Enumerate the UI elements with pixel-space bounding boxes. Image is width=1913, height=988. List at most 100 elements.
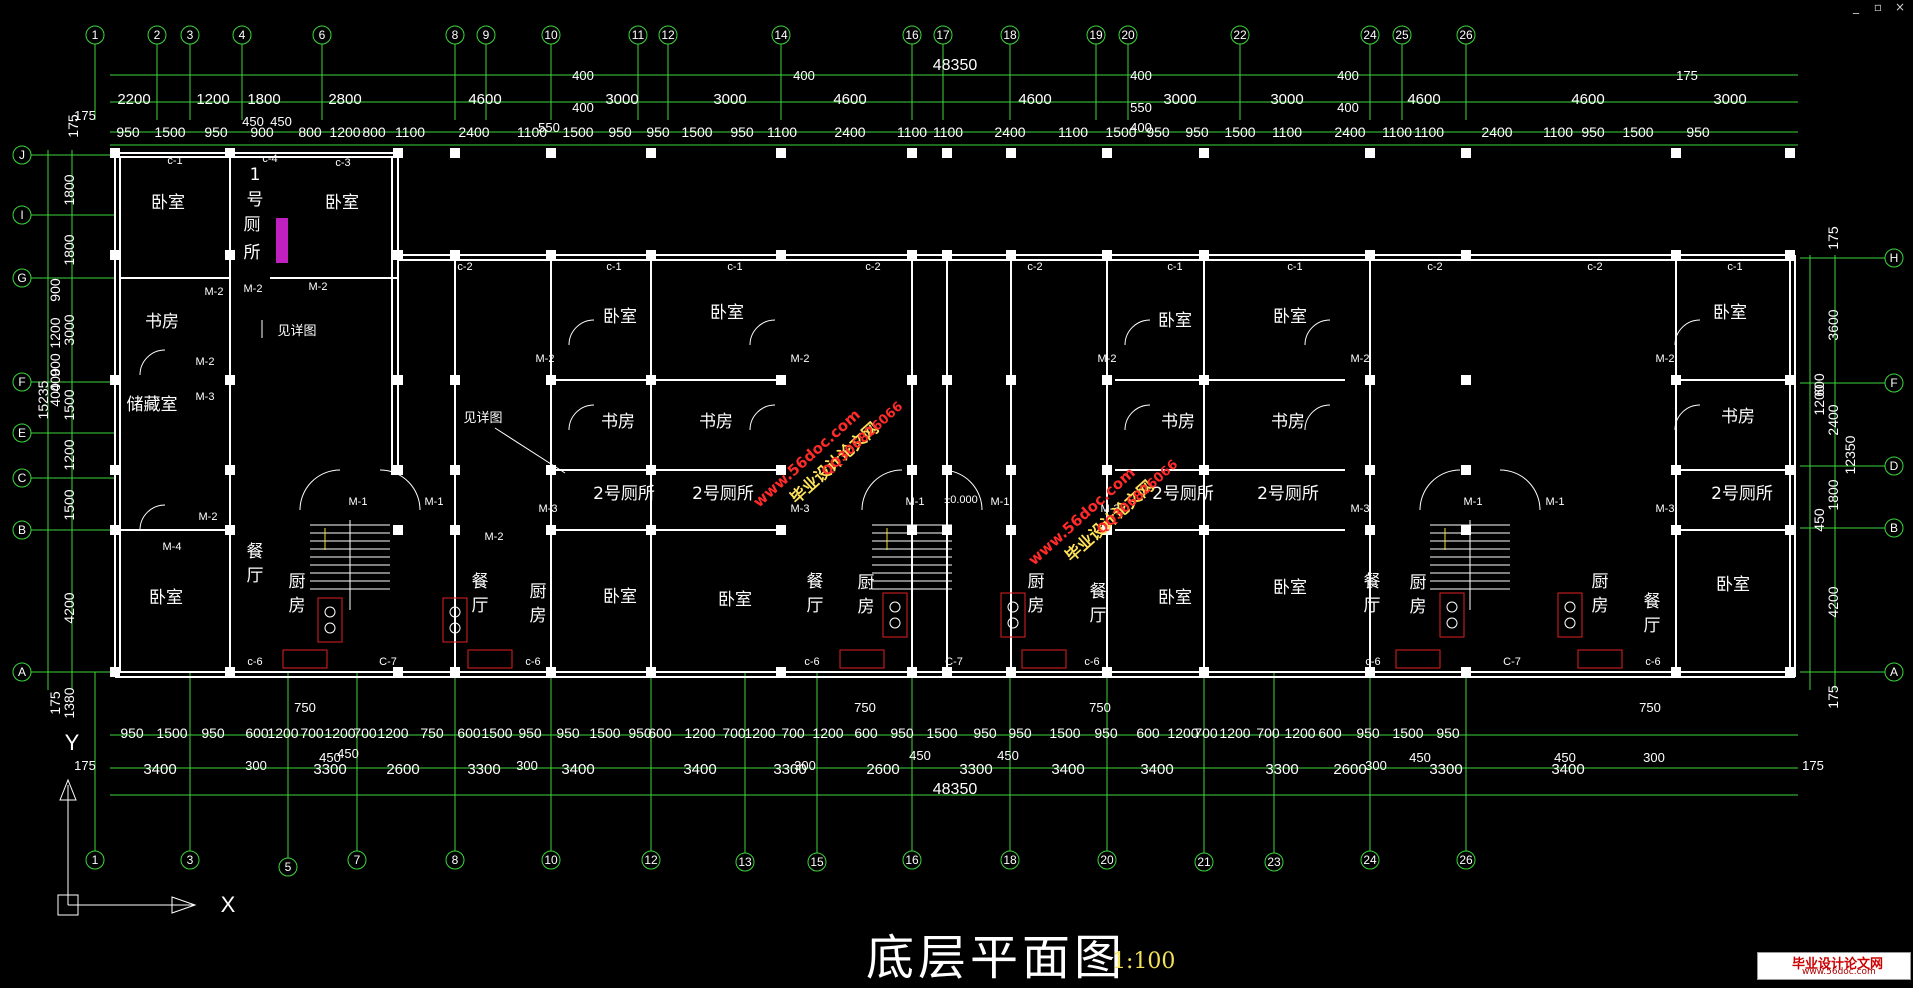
window-tag: c-1 xyxy=(727,261,742,273)
column xyxy=(1671,465,1681,475)
column xyxy=(1461,465,1471,475)
dim-top-row2: 1500 xyxy=(681,124,712,140)
column xyxy=(1365,667,1375,677)
column xyxy=(450,375,460,385)
axis-label-bottom: 5 xyxy=(285,860,292,874)
dim-bottom-row1: 600 xyxy=(245,725,269,741)
detail-note: 见详图 xyxy=(463,410,502,425)
dim-top-row2: 1500 xyxy=(1224,124,1255,140)
stove-burner xyxy=(1007,617,1019,629)
column xyxy=(907,375,917,385)
dim-bottom-small: 300 xyxy=(1643,750,1665,765)
axis-label-bottom: 20 xyxy=(1100,853,1114,867)
dim-right: 12350 xyxy=(1842,435,1858,474)
dim-bottom-small: 450 xyxy=(337,746,359,761)
close-icon[interactable]: × xyxy=(1894,0,1906,14)
room-label-vertical-char: 厅 xyxy=(1090,606,1107,626)
room-label-vertical-char: 房 xyxy=(1592,596,1609,616)
axis-label-top: 16 xyxy=(905,28,919,42)
door-tag: M-2 xyxy=(1351,353,1370,365)
dim-left: 1200 xyxy=(61,439,77,470)
column xyxy=(1785,465,1795,475)
sink-fixture xyxy=(839,649,885,669)
column xyxy=(225,375,235,385)
column xyxy=(110,375,120,385)
dim-top-row1: 4600 xyxy=(1407,91,1440,108)
room-label-vertical-char: 房 xyxy=(1410,597,1427,617)
restore-icon[interactable]: ▫ xyxy=(1873,0,1883,14)
dim-top-small: 175 xyxy=(1676,68,1698,83)
ucs-arrow xyxy=(59,778,77,801)
door-tag: M-1 xyxy=(1464,496,1483,508)
door-tag: M-3 xyxy=(1351,503,1370,515)
dim-bottom-row1: 1200 xyxy=(324,725,355,741)
room-label: 卧室 xyxy=(603,307,637,327)
ucs-x-label: X xyxy=(221,892,236,917)
drawing-scale: 1:100 xyxy=(1112,949,1176,974)
dim-left: 3000 xyxy=(61,314,77,345)
window-tag: c-6 xyxy=(247,656,262,668)
drawing-title: 底层平面图 xyxy=(866,930,1127,986)
window-tag: C-7 xyxy=(1503,656,1521,668)
axis-label-right: F xyxy=(1890,376,1897,390)
dim-bottom-small: 750 xyxy=(1639,700,1661,715)
door-swing xyxy=(749,319,776,346)
dim-top-row2: 800 xyxy=(362,124,386,140)
column xyxy=(1461,375,1471,385)
column xyxy=(942,250,952,260)
axis-label-top: 24 xyxy=(1363,28,1377,42)
column xyxy=(1365,525,1375,535)
window-tag: c-6 xyxy=(525,656,540,668)
column xyxy=(646,667,656,677)
dim-left: 400 xyxy=(47,368,63,392)
sink-fixture xyxy=(1577,649,1623,669)
axis-label-left: G xyxy=(17,271,26,285)
dim-bottom-row2: 3400 xyxy=(143,761,176,778)
dim-top-row2: 950 xyxy=(1146,124,1170,140)
room-label: 卧室 xyxy=(1158,588,1192,608)
dim-left: 400 xyxy=(47,383,63,407)
window-tag: c-1 xyxy=(167,155,182,167)
column xyxy=(1461,148,1471,158)
room-label: 卧室 xyxy=(603,587,637,607)
axis-label-bottom: 24 xyxy=(1363,853,1377,867)
door-swing xyxy=(1304,404,1331,431)
room-label-vertical-char: 房 xyxy=(530,606,547,626)
column xyxy=(942,525,952,535)
column xyxy=(546,250,556,260)
dim-bottom-row1: 1500 xyxy=(1392,725,1423,741)
room-label-vertical-char: 厨 xyxy=(1410,573,1427,593)
dim-bottom-small: 750 xyxy=(854,700,876,715)
axis-label-top: 4 xyxy=(239,28,246,42)
column xyxy=(942,375,952,385)
room-label: 书房 xyxy=(699,412,733,432)
dim-bottom-row2: 3300 xyxy=(959,761,992,778)
dim-top-row1: 4600 xyxy=(1571,91,1604,108)
axis-label-top: 12 xyxy=(661,28,675,42)
column xyxy=(225,250,235,260)
dim-bottom-row2: 3400 xyxy=(1051,761,1084,778)
dim-bottom-row1: 950 xyxy=(890,725,914,741)
kitchen-fixture xyxy=(1557,592,1583,638)
room-label: 书房 xyxy=(1161,412,1195,432)
dim-right: 600 xyxy=(1811,373,1827,397)
column xyxy=(646,250,656,260)
dim-top-row2: 2400 xyxy=(458,124,489,140)
window-tag: c-1 xyxy=(606,261,621,273)
room-label-vertical-char: 厨 xyxy=(1028,572,1045,592)
column xyxy=(907,667,917,677)
minimize-icon[interactable]: _ xyxy=(1853,0,1859,14)
dim-top-small: 400 xyxy=(572,100,594,115)
dim-top-row2: 1500 xyxy=(1622,124,1653,140)
door-tag: M-3 xyxy=(1656,503,1675,515)
dim-bottom-small: 175 xyxy=(74,758,96,773)
axis-label-bottom: 3 xyxy=(187,853,194,867)
room-label: 卧室 xyxy=(1716,575,1750,595)
room-label: 卧室 xyxy=(718,590,752,610)
dim-bottom-row1: 950 xyxy=(120,725,144,741)
dim-left: 900 xyxy=(47,278,63,302)
room-label-vertical-char: 厨 xyxy=(858,573,875,593)
room-label: 卧室 xyxy=(325,193,359,213)
column xyxy=(1461,667,1471,677)
elevation-mark: ±0.000 xyxy=(944,494,978,506)
